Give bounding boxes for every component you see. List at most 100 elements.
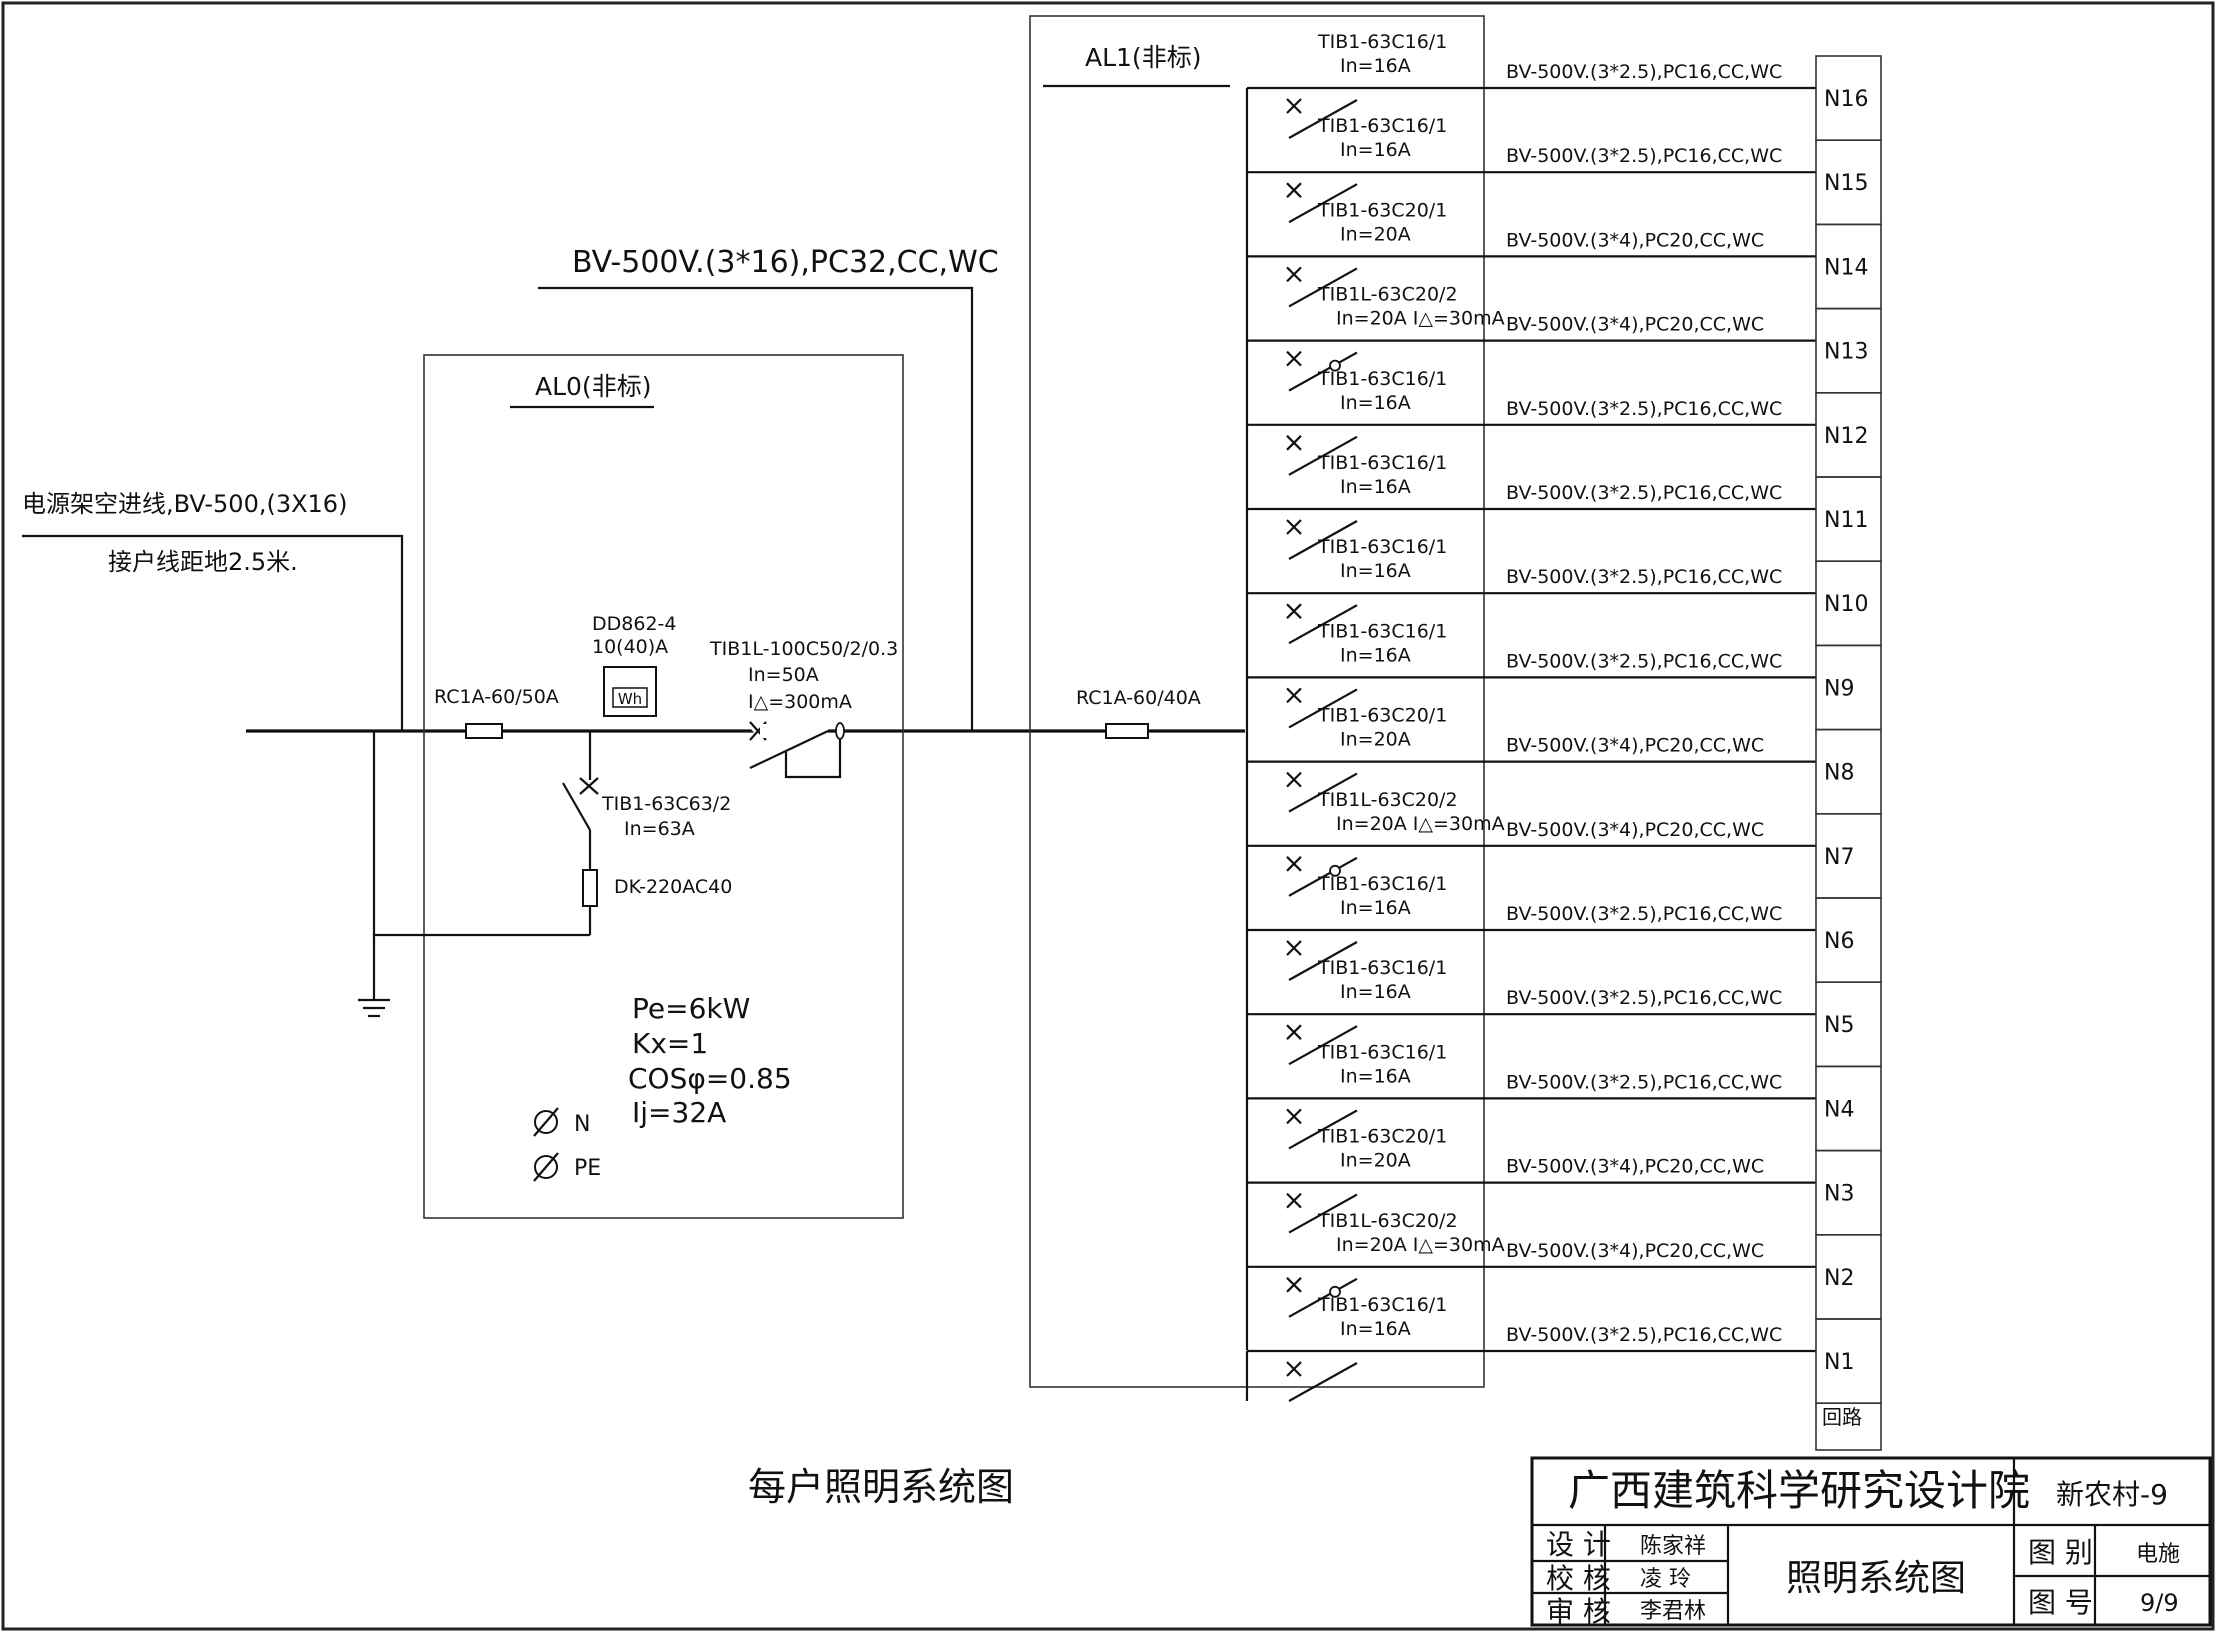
breaker-model: TIB1L-63C20/2 xyxy=(1317,284,1458,306)
panel-al1: AL1(非标) RC1A-60/40A xyxy=(1029,15,1485,1388)
breaker-model: TIB1L-63C20/2 xyxy=(1317,1210,1458,1232)
title-block: 广西建筑科学研究设计院 新农村-9 照明系统图 设 计 陈家祥 校 核 凌 玲 … xyxy=(1530,1456,2212,1628)
breaker-model: TIB1-63C16/1 xyxy=(1317,536,1447,558)
breaker-model: TIB1-63C16/1 xyxy=(1317,1041,1447,1063)
panel-al0-title: AL0(非标) xyxy=(535,372,651,401)
surge-protector-label: DK-220AC40 xyxy=(614,876,732,898)
breaker-model: TIB1-63C16/1 xyxy=(1317,31,1447,53)
meter-rating-label: 10(40)A xyxy=(592,636,668,658)
surge-breaker-blade xyxy=(562,782,591,831)
number-label: 图 号 xyxy=(2028,1586,2093,1619)
breaker-blade xyxy=(1288,435,1358,476)
breaker-rating: In=20A xyxy=(1340,729,1411,751)
circuit-cable: BV-500V.(3*2.5),PC16,CC,WC xyxy=(1506,482,1782,504)
circuit-cable: BV-500V.(3*4),PC20,CC,WC xyxy=(1506,1156,1764,1178)
breaker-rating: In=16A xyxy=(1340,1318,1411,1340)
feeder-cable-label: BV-500V.(3*16),PC32,CC,WC xyxy=(572,245,999,280)
design-label: 设 计 xyxy=(1546,1528,1611,1561)
review-label: 审 核 xyxy=(1546,1595,1611,1628)
breaker-cross-b xyxy=(1286,940,1302,956)
breaker-rating: In=16A xyxy=(1340,560,1411,582)
circuit-cable: BV-500V.(3*2.5),PC16,CC,WC xyxy=(1506,1324,1782,1346)
circuit-cable: BV-500V.(3*4),PC20,CC,WC xyxy=(1506,1240,1764,1262)
terminal-n-slash xyxy=(533,1107,559,1137)
breaker-cross-b xyxy=(1286,266,1302,283)
breaker-rating: In=20A I△=30mA xyxy=(1336,308,1505,330)
terminal-pe-slash xyxy=(533,1152,559,1182)
circuit-cable: BV-500V.(3*2.5),PC16,CC,WC xyxy=(1506,987,1782,1009)
breaker-blade xyxy=(1288,1025,1358,1066)
category-value: 电施 xyxy=(2136,1542,2180,1567)
circuit-id: N7 xyxy=(1824,845,1854,870)
main-breaker-model: TIB1L-100C50/2/0.3 xyxy=(709,638,898,660)
breaker-cross-b xyxy=(1286,856,1302,872)
rcd-toroid xyxy=(1329,1285,1341,1298)
main-breaker-leakage: I△=300mA xyxy=(748,691,852,713)
breaker-blade xyxy=(1288,351,1358,392)
terminal-n-label: N xyxy=(574,1112,590,1137)
project-name: 新农村-9 xyxy=(2056,1478,2168,1511)
circuit-id: N8 xyxy=(1824,761,1854,786)
breaker-blade xyxy=(1288,1277,1358,1318)
breaker-rating: In=16A xyxy=(1340,392,1411,414)
breaker-cross-b xyxy=(1286,435,1302,451)
circuit-cable: BV-500V.(3*2.5),PC16,CC,WC xyxy=(1506,145,1782,167)
institute-name: 广西建筑科学研究设计院 xyxy=(1568,1466,2030,1515)
breaker-blade xyxy=(1288,688,1358,729)
circuit-cable: BV-500V.(3*4),PC20,CC,WC xyxy=(1506,735,1764,757)
al0-main-fuse-label: RC1A-60/50A xyxy=(434,686,559,708)
calc-line-2: Kx=1 xyxy=(632,1027,708,1060)
circuit-id: N9 xyxy=(1824,676,1854,701)
breaker-blade xyxy=(1288,1193,1358,1234)
breaker-rating: In=16A xyxy=(1340,981,1411,1003)
al1-main-fuse-label: RC1A-60/40A xyxy=(1076,687,1201,709)
circuit-cable: BV-500V.(3*2.5),PC16,CC,WC xyxy=(1506,903,1782,925)
main-breaker-blade xyxy=(749,730,829,769)
al1-main-fuse-symbol xyxy=(1105,723,1149,739)
breaker-model: TIB1-63C16/1 xyxy=(1317,115,1447,137)
breaker-model: TIB1-63C16/1 xyxy=(1317,620,1447,642)
circuit-id: N11 xyxy=(1824,508,1868,533)
circuit-cable: BV-500V.(3*4),PC20,CC,WC xyxy=(1506,819,1764,841)
breaker-blade xyxy=(1288,604,1358,645)
meter-model-label: DD862-4 xyxy=(592,613,676,635)
breaker-blade xyxy=(1288,99,1358,139)
source-leader-line xyxy=(22,534,404,730)
breaker-model: TIB1L-63C20/2 xyxy=(1317,789,1458,811)
breaker-cross-b xyxy=(1286,771,1302,788)
breaker-rating: In=16A xyxy=(1340,1065,1411,1087)
breaker-blade xyxy=(1288,183,1358,224)
drawing-name: 照明系统图 xyxy=(1786,1558,1966,1599)
circuit-id: N10 xyxy=(1824,592,1868,617)
panel-al0-enclosure xyxy=(423,354,904,1219)
panel-al1-enclosure xyxy=(1029,15,1485,1388)
incoming-supply: 电源架空进线,BV-500,(3X16) 接户线距地2.5米. BV-500V.… xyxy=(22,245,1245,1018)
circuit-id: N1 xyxy=(1824,1350,1854,1375)
circuit-id: N3 xyxy=(1824,1182,1854,1207)
circuit-cable: BV-500V.(3*2.5),PC16,CC,WC xyxy=(1506,1071,1782,1093)
calc-line-4: Ij=32A xyxy=(632,1096,726,1129)
breaker-blade xyxy=(1288,520,1358,560)
meter-symbol-text: Wh xyxy=(618,690,642,708)
breaker-rating: In=16A xyxy=(1340,139,1411,161)
circuit-id: N4 xyxy=(1824,1097,1854,1122)
surge-breaker-cross-b xyxy=(579,777,599,795)
breaker-cross-b xyxy=(1286,687,1302,704)
breaker-model: TIB1-63C20/1 xyxy=(1317,1126,1447,1148)
breaker-model: TIB1-63C16/1 xyxy=(1317,452,1447,474)
breaker-model: TIB1-63C20/1 xyxy=(1317,705,1447,727)
breaker-cross-b xyxy=(1286,1361,1302,1377)
circuit-cable: BV-500V.(3*2.5),PC16,CC,WC xyxy=(1506,398,1782,420)
breaker-cross-b xyxy=(1286,1277,1302,1293)
terminal-n-symbol xyxy=(534,1110,558,1134)
circuit-cable: BV-500V.(3*4),PC20,CC,WC xyxy=(1506,314,1764,336)
rcd-toroid xyxy=(1329,864,1341,877)
review-name: 李君林 xyxy=(1640,1599,1706,1624)
main-breaker-open-gap xyxy=(760,724,828,738)
breaker-cross-b xyxy=(1286,350,1302,367)
breaker-rating: In=20A I△=30mA xyxy=(1336,1234,1505,1256)
breaker-cross-b xyxy=(1286,182,1302,198)
